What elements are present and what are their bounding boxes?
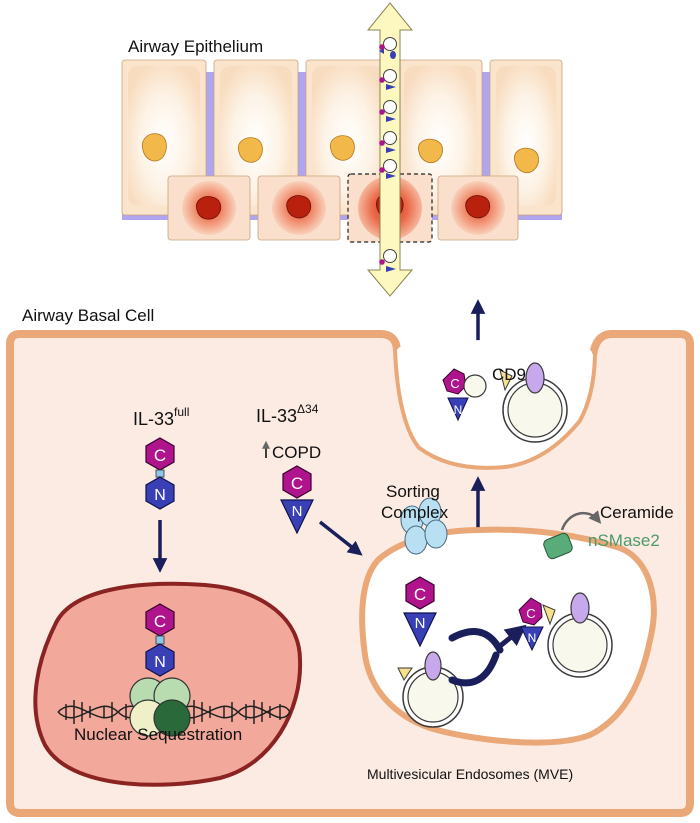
mve-label: Multivesicular Endosomes (MVE) — [367, 766, 573, 782]
merge-arrow-head — [498, 624, 527, 648]
nucleosome — [129, 677, 191, 737]
exosome-vesicle — [379, 159, 397, 179]
basal-cell — [437, 175, 519, 241]
airway-epithelium: Airway Epithelium — [121, 2, 563, 297]
c-domain — [405, 576, 435, 610]
c-domain — [518, 597, 543, 626]
svg-text:N: N — [415, 615, 426, 632]
exosome-vesicle — [379, 249, 397, 272]
nsmase2-label: nSMase2 — [588, 531, 660, 550]
svg-text:C: C — [291, 474, 303, 493]
n-domain — [145, 476, 175, 510]
il33-delta-label: IL-33Δ34 — [256, 402, 319, 426]
mve-entry-arrow — [318, 520, 363, 556]
cd9-protein — [525, 362, 545, 394]
c-domain — [282, 465, 312, 499]
svg-text:C: C — [526, 606, 535, 621]
il33-full-protein: C N — [145, 437, 175, 510]
c-letter: C — [450, 376, 459, 391]
sorting-label-line1: Sorting — [386, 482, 440, 501]
il33-bound-chromatin: C N — [145, 603, 175, 677]
cd9-label: CD9 — [492, 365, 526, 384]
svg-text:N: N — [528, 631, 537, 645]
n-domain — [447, 397, 469, 422]
il33-bound-exosome: C N — [442, 368, 487, 422]
il33-full-label: IL-33full — [133, 405, 189, 429]
linker — [155, 635, 165, 645]
n-domain — [145, 643, 175, 677]
basal-cell — [167, 175, 251, 241]
copd-label: COPD — [272, 443, 321, 462]
exosome-vesicle — [379, 131, 397, 153]
nucleus: C N Nuclear Sequestration — [33, 581, 303, 787]
loaded-intraluminal-vesicle: C N — [518, 592, 613, 678]
n-domain — [403, 612, 437, 648]
n-domain — [280, 499, 314, 535]
merge-arrow-upper — [448, 628, 504, 654]
svg-text:C: C — [154, 446, 166, 465]
svg-text:N: N — [292, 503, 303, 520]
empty-intraluminal-vesicle — [397, 651, 464, 728]
n-domain — [520, 626, 544, 652]
exosome-vesicle — [379, 69, 397, 90]
svg-text:N: N — [154, 487, 166, 504]
il33-in-mve: C N — [403, 576, 437, 648]
nsmase2-enzyme — [543, 532, 573, 560]
il33-delta-protein: C N — [280, 465, 314, 535]
columnar-cell — [489, 59, 563, 216]
basal-cell-title: Airway Basal Cell — [22, 306, 154, 325]
basal-cell — [257, 175, 341, 241]
linker — [155, 469, 165, 478]
sorting-label-line2: Complex — [381, 503, 449, 522]
c-domain — [442, 368, 467, 395]
svg-text:N: N — [154, 654, 166, 671]
n-letter: N — [454, 403, 463, 417]
airway-basal-cell: Airway Basal Cell C N CD9 IL-33full — [6, 299, 694, 817]
svg-text:C: C — [154, 612, 166, 631]
merge-arrow-lower — [448, 651, 500, 687]
epithelium-title: Airway Epithelium — [128, 37, 263, 56]
cd9-exosome — [499, 362, 568, 443]
sorting-complex — [400, 497, 448, 555]
ceramide-curved-arrow — [560, 510, 602, 531]
exosome-vesicle — [379, 37, 397, 59]
exosome-vesicle — [379, 100, 397, 122]
ceramide-label: Ceramide — [600, 503, 674, 522]
svg-text:C: C — [414, 585, 426, 604]
exosome-vesicles — [379, 37, 397, 272]
nuclear-sequestration-label: Nuclear Sequestration — [74, 725, 242, 744]
